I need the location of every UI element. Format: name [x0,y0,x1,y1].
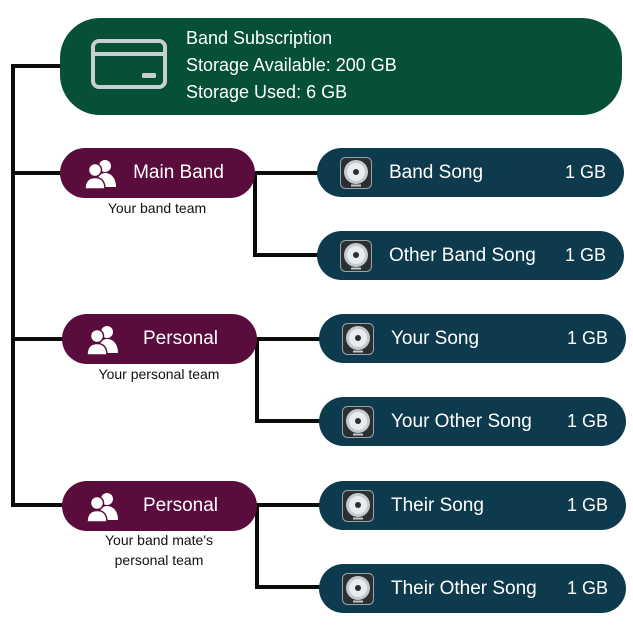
song-size: 1 GB [566,578,608,598]
credit-card-icon [91,39,167,89]
team-personal: Personal [62,314,257,364]
disc-icon [342,323,374,355]
subscription-box: Band Subscription Storage Available: 200… [60,18,622,115]
song-size: 1 GB [564,245,606,265]
song-name: Your Other Song [391,411,532,432]
branch-team-2-song-2 [255,419,321,423]
branch-team-1-song-2 [253,253,319,257]
connector-to-team-3 [11,503,63,507]
disc-icon [340,157,372,189]
branch-team-3-song-2 [255,585,321,589]
song-size: 1 GB [566,328,608,348]
storage-used: Storage Used: 6 GB [186,82,348,102]
people-icon [86,493,118,522]
team-name: Main Band [133,162,224,183]
team-subtitle-line: Your band mate's [104,532,213,548]
team-subtitle: Your band team [107,200,207,216]
team-name: Personal [143,328,218,349]
song-other-band-song: Other Band Song 1 GB [317,231,624,280]
branch-team-2-vertical [255,337,259,423]
song-their-other-song: Their Other Song 1 GB [319,564,626,613]
disc-icon [340,240,372,272]
disc-icon [342,406,374,438]
song-name: Their Other Song [391,578,537,599]
people-icon [86,326,118,355]
team-name: Personal [143,495,218,516]
branch-team-2 [255,337,321,341]
team-subtitle-line: personal team [114,552,204,568]
connector-to-subscription [11,64,61,68]
storage-available: Storage Available: 200 GB [186,55,397,75]
team-subtitle: Your band mate's personal team [59,530,259,570]
song-name: Other Band Song [389,245,536,266]
song-name: Band Song [389,162,484,183]
song-size: 1 GB [566,495,608,515]
song-your-song: Your Song 1 GB [319,314,626,363]
team-personal-bandmate: Personal [62,481,257,531]
song-your-other-song: Your Other Song 1 GB [319,397,626,446]
branch-team-3 [255,503,321,507]
disc-icon [342,573,374,605]
connector-to-team-2 [11,337,63,341]
song-size: 1 GB [566,411,608,431]
subscription-title: Band Subscription [186,28,333,48]
song-their-song: Their Song 1 GB [319,481,626,530]
team-main-band: Main Band [60,148,255,198]
song-name: Their Song [391,495,484,516]
disc-icon [342,490,374,522]
team-subtitle: Your personal team [98,366,220,382]
song-size: 1 GB [564,162,606,182]
branch-team-1 [253,171,319,175]
branch-team-3-vertical [255,503,259,589]
song-name: Your Song [391,328,480,349]
connector-trunk [11,64,15,506]
branch-team-1-vertical [253,171,257,257]
connector-to-team-1 [11,171,61,175]
people-icon [84,160,116,189]
song-band-song: Band Song 1 GB [317,148,624,197]
